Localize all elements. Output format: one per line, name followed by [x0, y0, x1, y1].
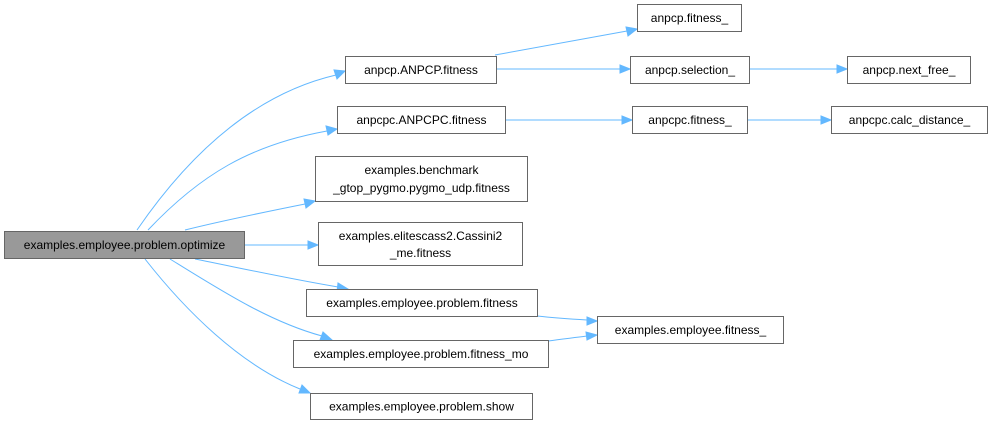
node-problem-fitness[interactable]: examples.employee.problem.fitness	[306, 289, 538, 317]
node-problem-fitness-label: examples.employee.problem.fitness	[326, 296, 517, 310]
node-anpcp-fitness-label: anpcp.ANPCP.fitness	[364, 63, 478, 77]
node-problem-show[interactable]: examples.employee.problem.show	[310, 393, 533, 420]
node-optimize-label: examples.employee.problem.optimize	[24, 238, 226, 252]
edge-optimize-to-anpcpc-fitness	[147, 125, 339, 231]
node-anpcp-fitness[interactable]: anpcp.ANPCP.fitness	[345, 56, 497, 84]
node-cassini-fitness[interactable]: examples.elitescass2.Cassini2 _me.fitnes…	[318, 222, 523, 266]
node-employee-fitness[interactable]: examples.employee.fitness_	[597, 316, 784, 344]
node-anpcp-next-free-label: anpcp.next_free_	[863, 63, 956, 77]
node-benchmark-label-line1: examples.benchmark	[364, 163, 479, 177]
node-anpcp-fitness-underscore-label: anpcp.fitness_	[651, 11, 729, 25]
edge-optimize-to-anpcp-fitness	[136, 69, 347, 231]
node-benchmark-label-line2: _gtop_pygmo.pygmo_udp.fitness	[332, 181, 510, 195]
node-anpcpc-calc-distance-label: anpcpc.calc_distance_	[849, 113, 971, 127]
node-benchmark-fitness[interactable]: examples.benchmark _gtop_pygmo.pygmo_udp…	[315, 156, 528, 202]
node-problem-fitness-mo[interactable]: examples.employee.problem.fitness_mo	[293, 340, 549, 368]
edge-anpcpc-fitness-to-fitness-underscore	[505, 115, 634, 125]
node-optimize[interactable]: examples.employee.problem.optimize	[4, 231, 245, 259]
node-employee-fitness-label: examples.employee.fitness_	[615, 323, 767, 337]
node-problem-fitness-mo-label: examples.employee.problem.fitness_mo	[314, 347, 529, 361]
node-anpcpc-calc-distance[interactable]: anpcpc.calc_distance_	[831, 106, 988, 134]
node-cassini-label-line1: examples.elitescass2.Cassini2	[339, 229, 503, 243]
node-anpcp-next-free[interactable]: anpcp.next_free_	[847, 56, 971, 84]
node-anpcp-selection-label: anpcp.selection_	[645, 63, 735, 77]
node-anpcpc-fitness-underscore[interactable]: anpcpc.fitness_	[632, 106, 748, 134]
edge-anpcpc-fitness-underscore-to-calc-distance	[748, 115, 833, 125]
node-anpcp-fitness-underscore[interactable]: anpcp.fitness_	[637, 4, 742, 32]
edge-selection-to-next-free	[750, 64, 849, 74]
node-anpcpc-fitness-label: anpcpc.ANPCPC.fitness	[356, 113, 486, 127]
node-anpcpc-fitness-underscore-label: anpcpc.fitness_	[648, 113, 732, 127]
node-anpcp-selection[interactable]: anpcp.selection_	[630, 56, 750, 84]
edge-anpcp-fitness-to-fitness-underscore	[494, 26, 639, 56]
edge-anpcp-fitness-to-selection	[497, 64, 632, 74]
node-problem-show-label: examples.employee.problem.show	[329, 400, 514, 414]
edge-optimize-to-problem-show	[144, 258, 312, 394]
node-anpcpc-fitness[interactable]: anpcpc.ANPCPC.fitness	[337, 106, 506, 134]
node-cassini-label-line2: _me.fitness	[389, 246, 451, 260]
edge-problem-fitness-to-employee-fitness	[536, 315, 599, 326]
edge-problem-fitness-mo-to-employee-fitness	[547, 331, 599, 342]
edge-optimize-to-benchmark-fitness	[184, 198, 317, 231]
edge-optimize-to-cassini-fitness	[245, 240, 320, 250]
